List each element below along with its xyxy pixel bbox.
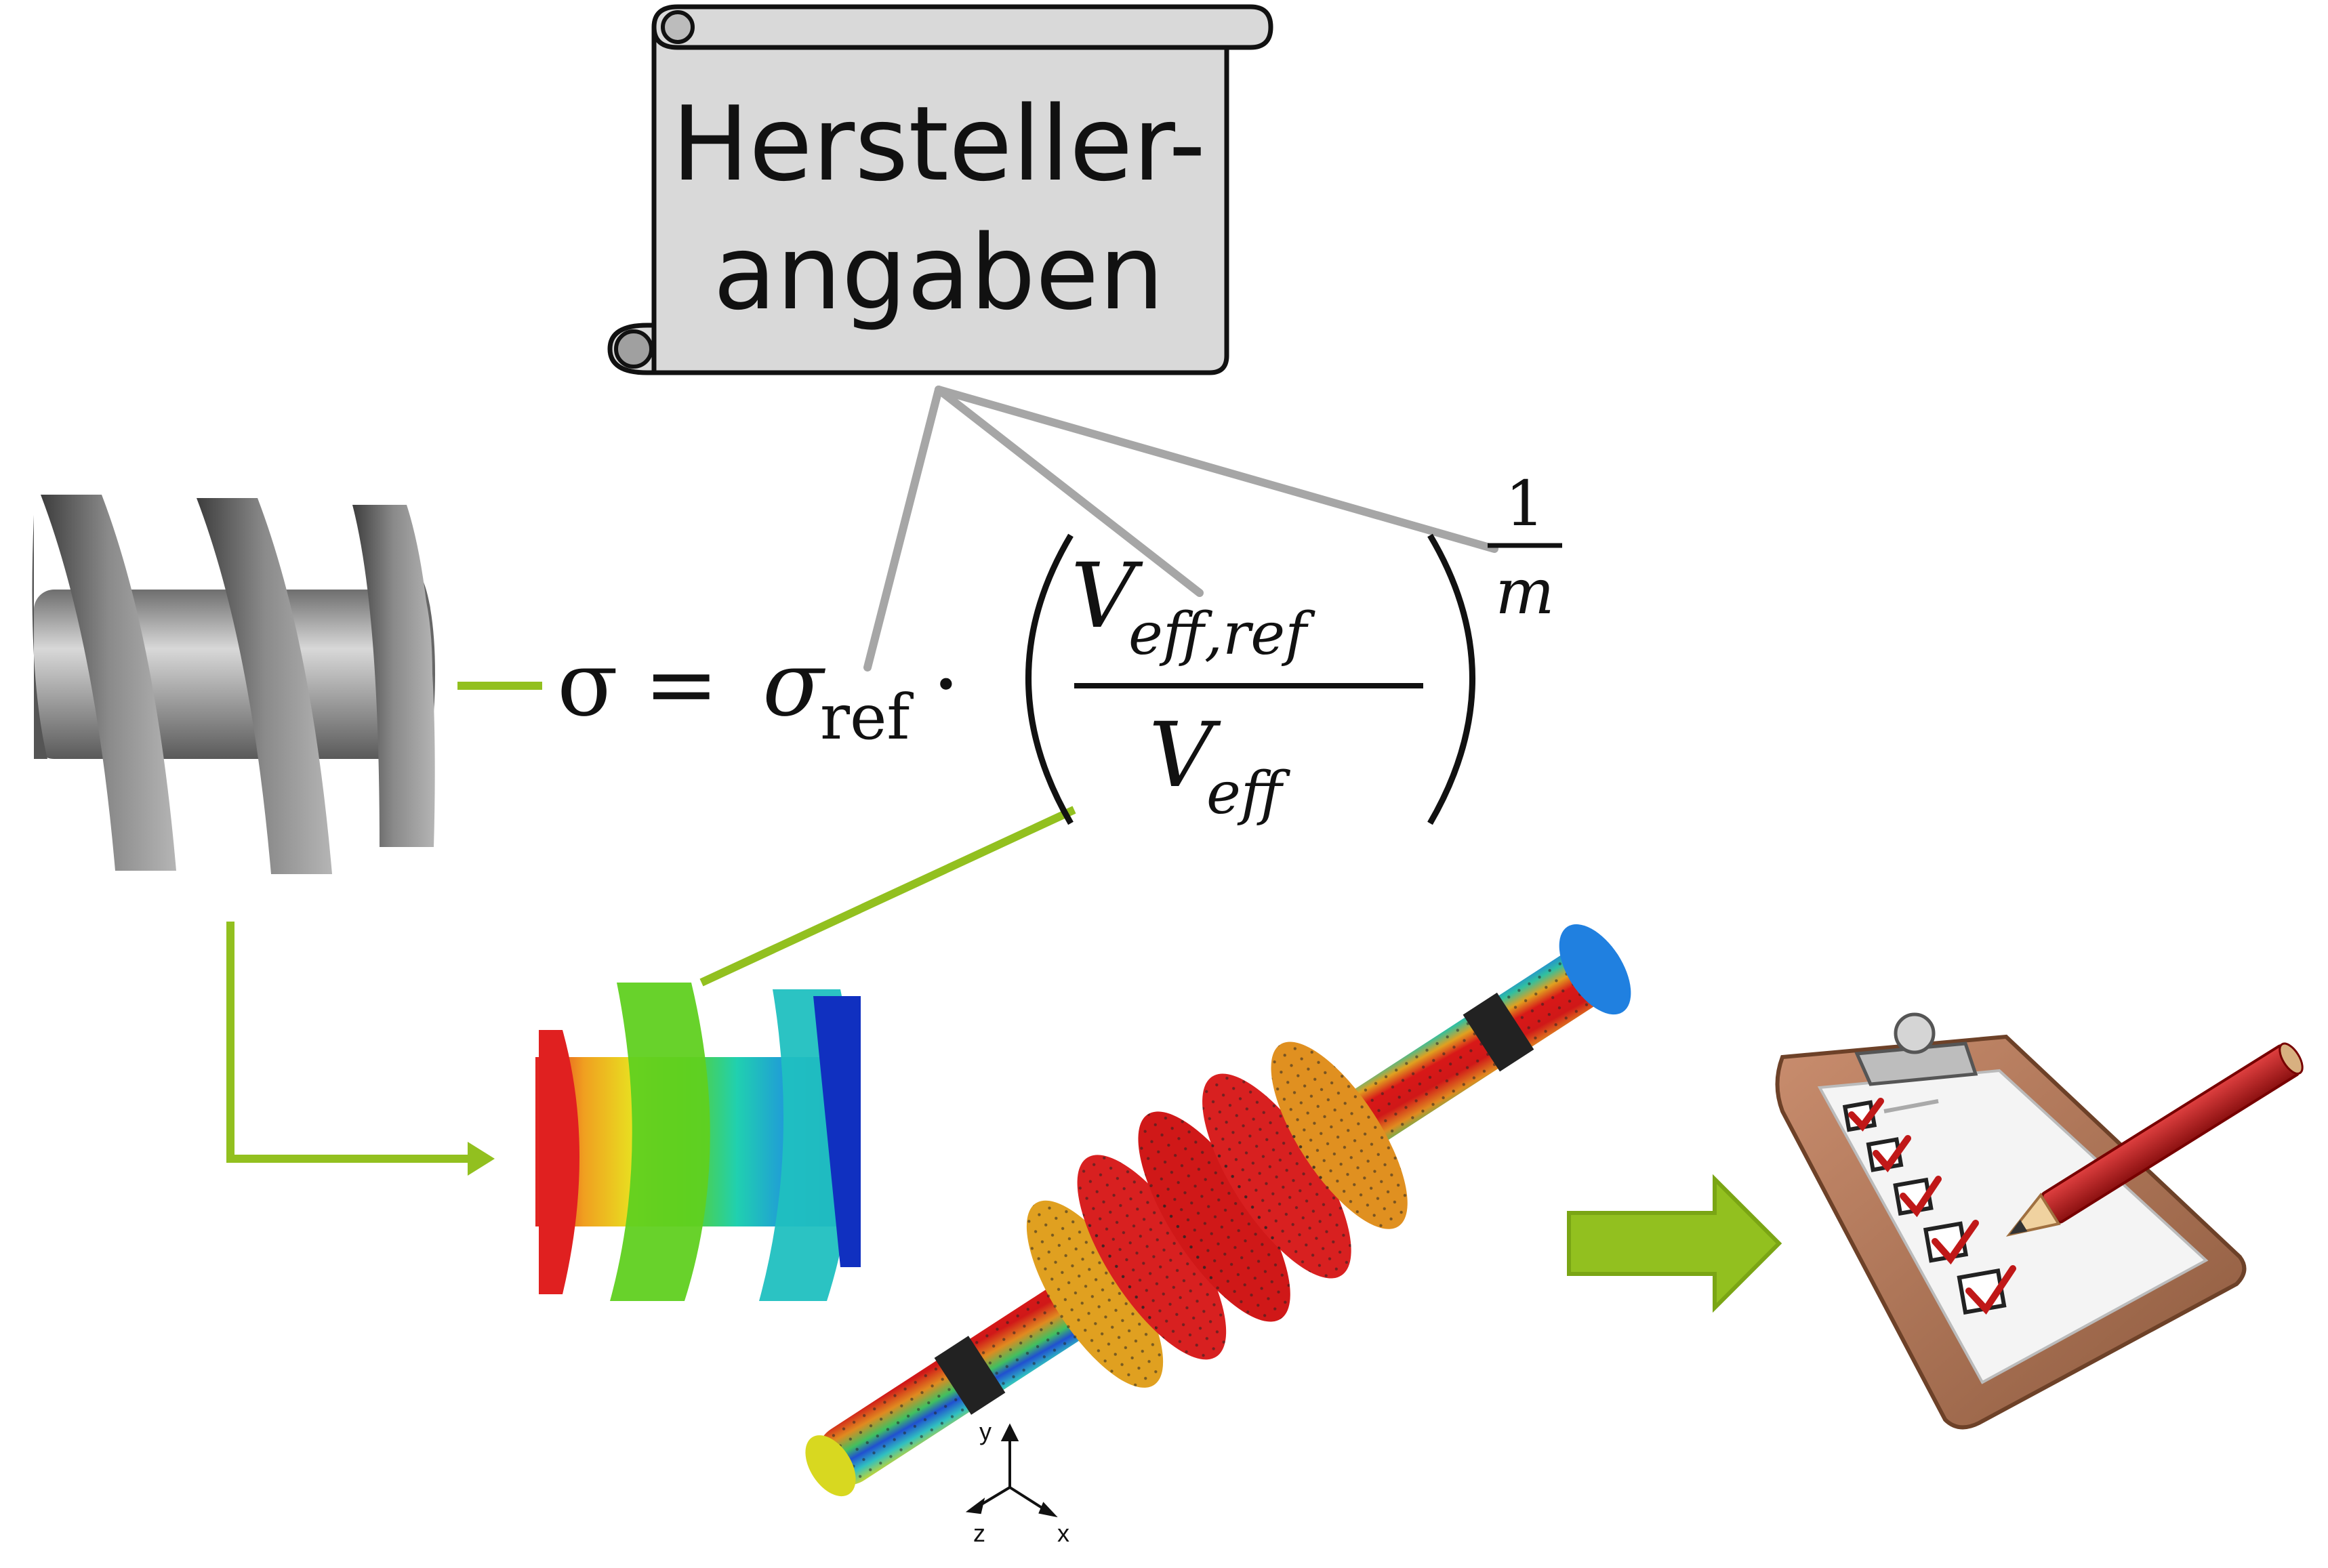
scroll-line-2: angaben (713, 213, 1164, 333)
formula-sigma: σ (557, 632, 618, 737)
screw-rotor-icon (32, 495, 435, 874)
connector-veff-ref (935, 386, 1204, 597)
scroll-paper (607, 4, 1273, 375)
scroll-connectors (863, 386, 1498, 672)
arrow-right-icon (1567, 1174, 1782, 1313)
formula-num-sub: eff,ref (1128, 600, 1315, 668)
formula-dot: · (932, 632, 960, 737)
connector-rotor-fem (226, 922, 474, 1163)
formula-sigma-ref-symbol: σ (762, 632, 826, 737)
axis-label-y: y (979, 1418, 992, 1445)
checklist-checks (1848, 1098, 2016, 1315)
formula-num-symbol: V (1071, 544, 1143, 648)
formula-exp-den: m (1495, 556, 1554, 628)
arrow-head-small (468, 1142, 495, 1176)
rotor-flight-1 (41, 495, 176, 871)
fem-rotor-flight-1 (610, 983, 710, 1301)
formula-equals: = (644, 632, 719, 737)
formula-right-paren (1427, 533, 1475, 825)
scroll-line-1: Hersteller- (672, 84, 1206, 204)
connector-sigma-ref (863, 386, 943, 672)
scroll-top-curl (661, 10, 695, 44)
rotor-flight-3 (352, 505, 435, 847)
axis-label-x: x (1057, 1519, 1069, 1547)
rotor-flight-2 (197, 498, 332, 874)
formula-left-paren (1025, 533, 1074, 825)
connector-exponent (935, 386, 1498, 553)
axis-triad (965, 1423, 1058, 1518)
pencil-icon (2005, 1042, 2304, 1237)
scroll-bottom-curl (614, 329, 653, 369)
scroll-icon: Hersteller- angaben (607, 4, 1273, 375)
fem-rotor-icon (535, 983, 861, 1301)
connector-veff-fem (699, 806, 1076, 987)
formula-den-sub: eff (1206, 760, 1291, 827)
checklist-line (1883, 1099, 1939, 1113)
fem-shaft-bearing-2 (1463, 992, 1534, 1072)
axis-label-z: z (973, 1519, 985, 1547)
clipboard-checklist-icon (1775, 1012, 2247, 1430)
formula-sigma-ref-sub: ref (820, 681, 914, 754)
formula: σ = σ ref · V eff,ref V eff 1 m (557, 468, 1562, 827)
green-connectors (226, 682, 1076, 1163)
formula-exp-num: 1 (1505, 468, 1545, 540)
fem-shaft-bearing-1 (934, 1336, 1006, 1415)
fem-shaft-icon (805, 924, 1631, 1497)
formula-den-symbol: V (1149, 703, 1221, 808)
